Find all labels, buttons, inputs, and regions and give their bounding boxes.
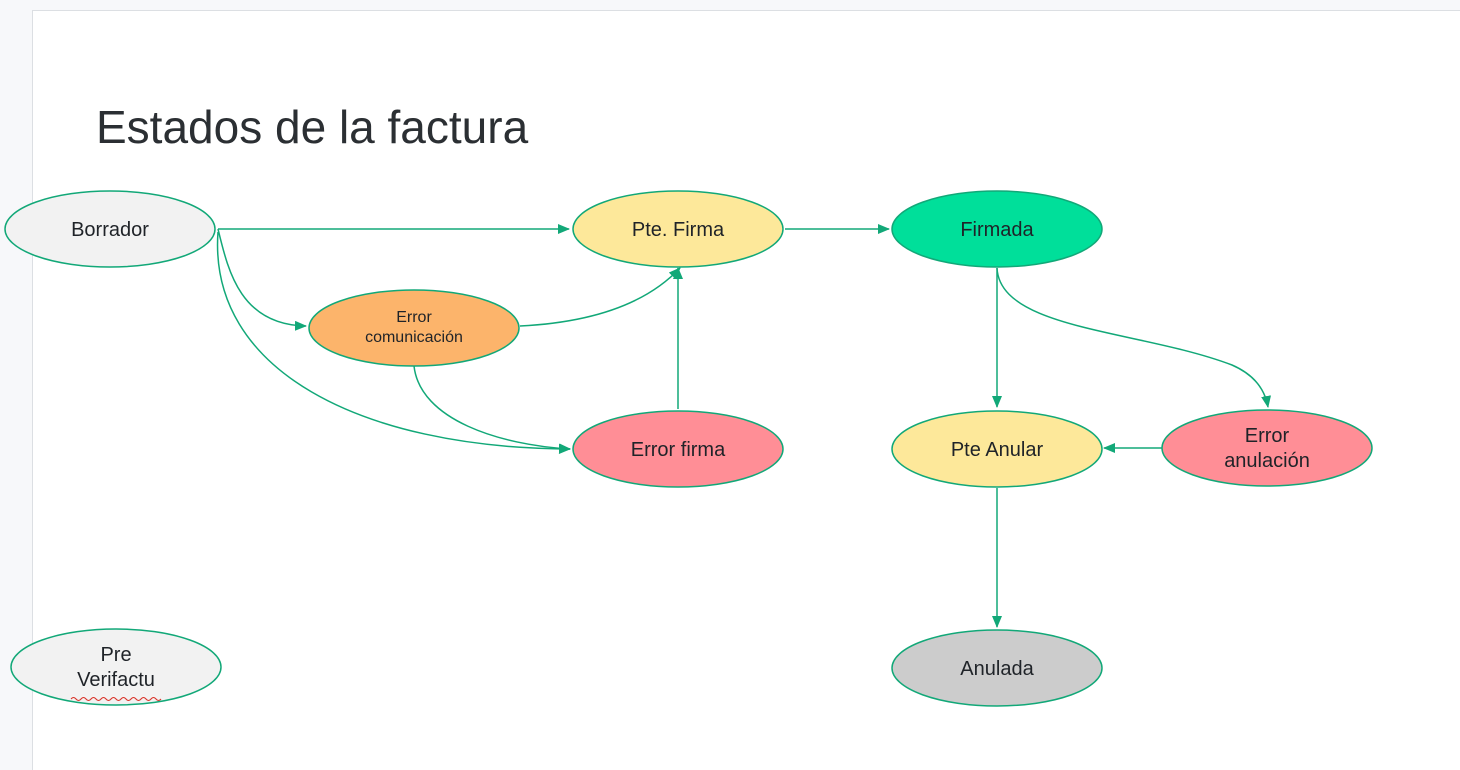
node-pre-verifactu-shape[interactable] bbox=[10, 628, 222, 706]
node-error-firma-shape[interactable] bbox=[572, 410, 784, 488]
edge-borrador-to-error-firma bbox=[216, 231, 571, 454]
node-borrador-label: Borrador bbox=[71, 219, 149, 241]
node-borrador[interactable]: Borrador bbox=[4, 190, 216, 268]
node-pte-anular[interactable]: Pte Anular bbox=[891, 410, 1103, 488]
node-label-line: Firmada bbox=[960, 219, 1034, 241]
node-label-line: Pte Anular bbox=[951, 439, 1044, 461]
node-anulada-label: Anulada bbox=[960, 658, 1034, 680]
node-label-line: Error bbox=[396, 309, 432, 326]
node-error-firma[interactable]: Error firma bbox=[572, 410, 784, 488]
edge-borrador-to-error-comunicacion bbox=[217, 228, 307, 331]
node-pte-firma-shape[interactable] bbox=[572, 190, 784, 268]
node-label-line: comunicación bbox=[365, 329, 463, 346]
node-pte-anular-label: Pte Anular bbox=[951, 439, 1044, 461]
node-label-line: Pte. Firma bbox=[632, 219, 725, 241]
node-borrador-shape[interactable] bbox=[4, 190, 216, 268]
node-label-line: Verifactu bbox=[77, 669, 155, 691]
node-label-line: Error bbox=[1245, 425, 1290, 447]
node-error-anulacion[interactable]: Error anulación bbox=[1161, 409, 1373, 487]
node-firmada[interactable]: Firmada bbox=[891, 190, 1103, 268]
edges bbox=[216, 224, 1272, 628]
edge-error-comunicacion-to-error-firma bbox=[413, 365, 571, 454]
node-error-comunicacion-shape[interactable] bbox=[308, 289, 520, 367]
node-error-comunicacion-label: Error comunicación bbox=[365, 309, 463, 346]
spellcheck-underline bbox=[70, 697, 162, 701]
edge-error-comunicacion-to-pte-firma bbox=[519, 267, 681, 327]
node-label-line: Error firma bbox=[631, 439, 726, 461]
node-error-anulacion-label: Error anulación bbox=[1224, 425, 1310, 472]
node-firmada-shape[interactable] bbox=[891, 190, 1103, 268]
node-error-anulacion-shape[interactable] bbox=[1161, 409, 1373, 487]
node-error-comunicacion[interactable]: Error comunicación bbox=[308, 289, 520, 367]
slide-title[interactable]: Estados de la factura bbox=[96, 101, 529, 153]
node-label-line: Borrador bbox=[71, 219, 149, 241]
node-firmada-label: Firmada bbox=[960, 219, 1034, 241]
node-pte-anular-shape[interactable] bbox=[891, 410, 1103, 488]
edge-firmada-to-error-anulacion bbox=[996, 267, 1272, 408]
node-label-line: Anulada bbox=[960, 658, 1034, 680]
node-pte-firma[interactable]: Pte. Firma bbox=[572, 190, 784, 268]
node-error-firma-label: Error firma bbox=[631, 439, 726, 461]
node-pte-firma-label: Pte. Firma bbox=[632, 219, 725, 241]
slide-page[interactable] bbox=[32, 10, 1460, 770]
node-label-line: anulación bbox=[1224, 450, 1310, 472]
node-anulada-shape[interactable] bbox=[891, 629, 1103, 707]
node-anulada[interactable]: Anulada bbox=[891, 629, 1103, 707]
node-label-line: Pre bbox=[100, 644, 131, 666]
